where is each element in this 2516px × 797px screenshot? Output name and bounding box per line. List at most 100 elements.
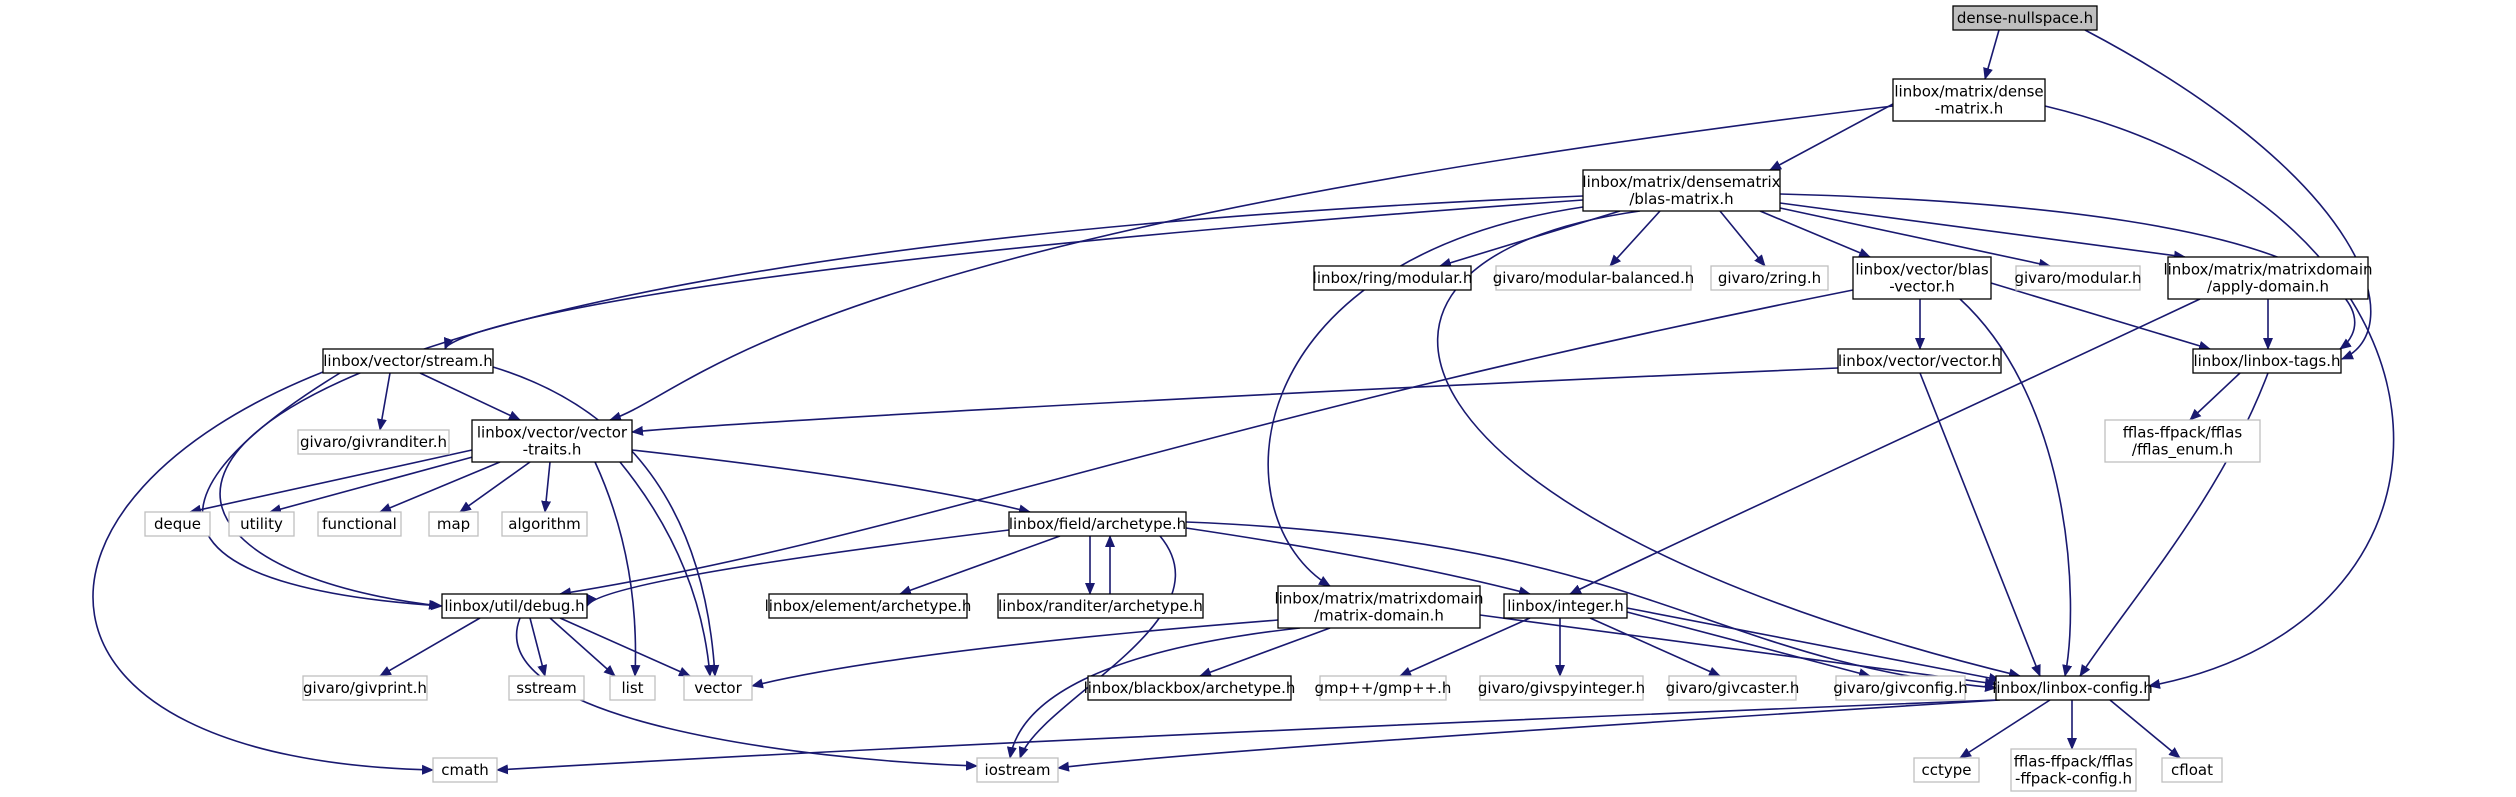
node-applydom[interactable]: linbox/matrix/matrixdomain/apply-domain.… <box>2163 256 2373 300</box>
node-box <box>2010 748 2137 792</box>
node-box <box>317 511 402 537</box>
edge-vvector-to-config <box>1919 372 2041 677</box>
node-algorithm: algorithm <box>501 511 588 537</box>
node-utility: utility <box>228 511 295 537</box>
edge-stream-to-givranditer <box>376 372 391 431</box>
edge-vtraits-to-vector <box>619 461 715 677</box>
node-vvector[interactable]: linbox/vector/vector.h <box>1837 348 2002 374</box>
node-label: utility <box>240 515 283 533</box>
node-label: linbox/linbox-config.h <box>1992 679 2153 697</box>
node-label: linbox/field/archetype.h <box>1009 515 1186 533</box>
node-label: -traits.h <box>523 441 582 459</box>
node-bbarch[interactable]: linbox/blackbox/archetype.h <box>1084 675 1296 701</box>
edge-integer-to-givcaster <box>1589 617 1721 677</box>
node-box <box>297 429 450 455</box>
node-label: linbox/blackbox/archetype.h <box>1084 679 1296 697</box>
node-label: linbox/vector/vector.h <box>1838 352 2001 370</box>
node-stream[interactable]: linbox/vector/stream.h <box>322 348 494 374</box>
node-integer[interactable]: linbox/integer.h <box>1503 593 1628 619</box>
edge-blas-to-config <box>1436 210 2021 679</box>
edge-farch-to-earch <box>899 535 1061 595</box>
edge-mdom-to-iostream <box>1006 627 1301 759</box>
node-box <box>1503 593 1628 619</box>
node-box <box>609 675 656 701</box>
node-label: /matrix-domain.h <box>1314 607 1444 625</box>
node-vblas[interactable]: linbox/vector/blas-vector.h <box>1852 256 1992 300</box>
edge-vtraits-to-deque <box>189 449 473 515</box>
node-gmp: gmp++/gmp++.h <box>1315 675 1451 701</box>
node-box <box>1008 511 1187 537</box>
node-label: sstream <box>516 679 576 697</box>
node-farch[interactable]: linbox/field/archetype.h <box>1008 511 1187 537</box>
node-label: givaro/givspyinteger.h <box>1478 679 1645 697</box>
edge-stream-to-vtraits <box>419 372 521 421</box>
node-box <box>683 675 753 701</box>
edge-mdom-to-bbarch <box>1199 627 1331 677</box>
node-root[interactable]: dense-nullspace.h <box>1952 5 2098 31</box>
edge-blas-to-modbal <box>1609 210 1661 267</box>
edge-debug-to-iostream <box>516 617 978 771</box>
node-tags[interactable]: linbox/linbox-tags.h <box>2192 348 2342 374</box>
edge-blas-to-vblas <box>1759 210 1871 258</box>
edge-vtraits-to-algorithm <box>541 461 552 513</box>
edge-blas-to-gmodular <box>1779 207 2051 269</box>
node-label: iostream <box>985 761 1051 779</box>
node-label: dense-nullspace.h <box>1957 9 2093 27</box>
node-box <box>1668 675 1797 701</box>
node-label: algorithm <box>508 515 580 533</box>
node-label: linbox/vector/stream.h <box>323 352 492 370</box>
edge-stream-to-vector <box>492 366 720 677</box>
node-label: deque <box>154 515 201 533</box>
node-label: linbox/vector/blas <box>1855 261 1989 279</box>
node-cmath: cmath <box>432 757 498 783</box>
node-vtraits[interactable]: linbox/vector/vector-traits.h <box>471 419 633 463</box>
node-box <box>432 757 498 783</box>
edge-farch-to-integer <box>1185 527 1531 597</box>
edge-config-to-iostream <box>1057 699 2001 772</box>
node-label: linbox/matrix/dense <box>1894 83 2043 101</box>
node-box <box>302 675 428 701</box>
node-box <box>228 511 295 537</box>
node-label: givaro/givprint.h <box>303 679 427 697</box>
nodes-layer: dense-nullspace.h linbox/matrix/dense-mat… <box>144 5 2373 792</box>
node-label: -matrix.h <box>1935 100 2004 118</box>
node-sstream: sstream <box>508 675 585 701</box>
edge-blas-to-debug <box>219 195 1584 610</box>
node-label: /fflas_enum.h <box>2132 441 2233 460</box>
node-debug[interactable]: linbox/util/debug.h <box>441 593 588 619</box>
node-mdom[interactable]: linbox/matrix/matrixdomain/matrix-domain… <box>1274 585 1484 629</box>
node-dm[interactable]: linbox/matrix/dense-matrix.h <box>1892 78 2046 122</box>
edge-mdom-to-vector <box>751 619 1279 689</box>
node-givspy: givaro/givspyinteger.h <box>1478 675 1645 701</box>
node-blas[interactable]: linbox/matrix/densematrix/blas-matrix.h <box>1582 169 1781 212</box>
edge-debug-to-vector <box>559 617 691 677</box>
node-label: givaro/modular-balanced.h <box>1493 269 1694 287</box>
node-label: cctype <box>1921 761 1971 779</box>
node-box <box>1479 675 1644 701</box>
node-box <box>1277 585 1481 629</box>
node-label: givaro/modular.h <box>2014 269 2141 287</box>
edges-layer <box>92 29 2395 775</box>
node-fflasenum: fflas-ffpack/fflas/fflas_enum.h <box>2104 419 2261 463</box>
node-box <box>997 593 1204 619</box>
node-box <box>471 419 633 463</box>
edge-vtraits-to-list <box>594 461 641 677</box>
edge-blas-to-zring <box>1719 210 1766 267</box>
node-box <box>1319 675 1447 701</box>
node-label: vector <box>694 679 742 697</box>
node-modular[interactable]: linbox/ring/modular.h <box>1313 265 1473 291</box>
edge-tags-to-config <box>2079 372 2269 677</box>
edge-farch-to-debug <box>586 529 1010 607</box>
edge-vblas-to-debug <box>559 289 1854 598</box>
edge-dm-to-config <box>2044 105 2395 689</box>
node-earch[interactable]: linbox/element/archetype.h <box>765 593 972 619</box>
node-box <box>1852 256 1992 300</box>
node-deque: deque <box>144 511 211 537</box>
node-config[interactable]: linbox/linbox-config.h <box>1992 675 2153 701</box>
edge-integer-to-config <box>1626 607 2001 683</box>
edge-vtraits-to-utility <box>269 454 481 514</box>
edge-stream-to-cmath <box>92 371 434 775</box>
node-box <box>1710 265 1829 291</box>
node-list: list <box>609 675 656 701</box>
node-rarch[interactable]: linbox/randiter/archetype.h <box>997 593 1204 619</box>
